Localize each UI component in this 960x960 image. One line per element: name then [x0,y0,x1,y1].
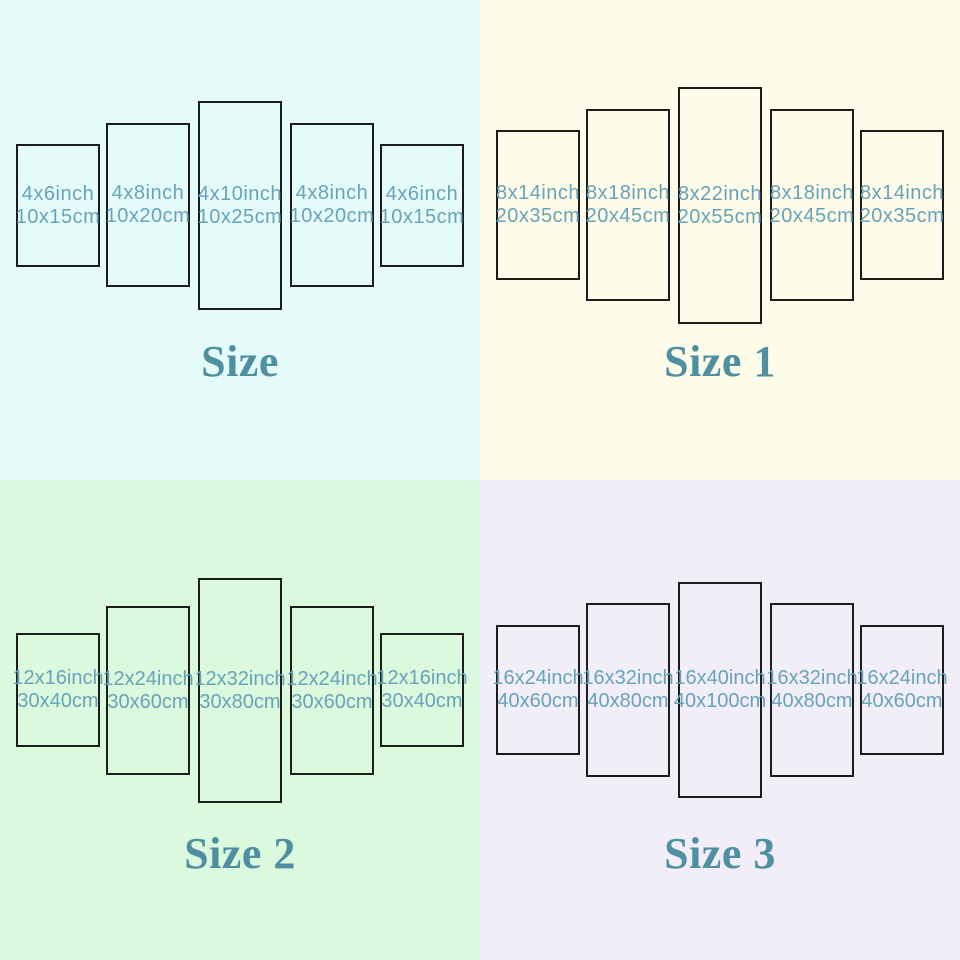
canvas-panel: 12x32inch 30x80cm [194,578,286,803]
quadrant-size-1: 8x14inch 20x35cm 8x18inch 20x45cm 8x22in… [480,0,960,480]
panel-size-inch: 12x24inch [286,667,378,690]
panel-size-cm: 20x45cm [585,205,671,227]
panel-size-inch: 4x6inch [21,182,95,205]
panel-size-cm: 30x60cm [291,690,373,713]
panel-size-inch: 16x24inch [492,667,584,689]
panel-size-inch: 8x14inch [859,182,945,204]
panel-size-cm: 30x40cm [17,690,99,712]
quadrant-title: Size 2 [184,829,296,878]
panel-size-inch: 16x32inch [582,667,674,689]
panel-size-cm: 40x100cm [673,690,767,712]
panel-size-cm: 10x15cm [15,205,101,228]
canvas-panel: 12x16inch 30x40cm [376,633,468,747]
quadrant-size-3: 16x24inch 40x60cm 16x32inch 40x80cm 16x4… [480,480,960,960]
canvas-panel: 8x22inch 20x55cm [678,87,762,324]
canvas-panel: 8x18inch 20x45cm [586,109,670,301]
panel-size-inch: 8x22inch [677,182,763,205]
canvas-panel: 4x10inch 10x25cm [198,101,282,310]
panel-size-inch: 4x10inch [197,182,283,205]
panel-size-inch: 12x16inch [12,667,104,689]
panel-size-inch: 12x16inch [376,667,468,689]
canvas-panel: 16x24inch 40x60cm [856,625,948,755]
quadrant-title: Size 1 [664,337,776,386]
canvas-panel: 4x6inch 10x15cm [16,144,100,267]
canvas-panel: 4x8inch 10x20cm [290,123,374,287]
panel-size-cm: 40x80cm [771,690,853,712]
quadrant-size-2: 12x16inch 30x40cm 12x24inch 30x60cm 12x3… [0,480,480,960]
panel-size-inch: 8x18inch [769,182,855,204]
quadrant-title: Size [201,337,279,386]
canvas-panel: 12x24inch 30x60cm [286,606,378,775]
canvas-panel: 16x32inch 40x80cm [582,603,674,777]
panel-size-cm: 30x60cm [107,690,189,713]
panel-size-inch: 12x32inch [194,667,286,690]
panel-size-cm: 20x35cm [495,205,581,227]
canvas-panel: 16x40inch 40x100cm [674,582,766,798]
panel-size-inch: 16x32inch [766,667,858,689]
canvas-panel: 12x16inch 30x40cm [12,633,104,747]
panel-size-inch: 4x8inch [111,182,185,204]
panel-size-cm: 30x80cm [199,690,281,713]
panel-size-inch: 4x6inch [385,182,459,205]
canvas-panel: 16x32inch 40x80cm [766,603,858,777]
canvas-panel: 12x24inch 30x60cm [102,606,194,775]
canvas-panel: 8x14inch 20x35cm [860,130,944,280]
panel-size-cm: 20x45cm [769,205,855,227]
panel-size-inch: 16x40inch [674,667,766,689]
panel-size-inch: 8x14inch [495,182,581,204]
panel-size-inch: 8x18inch [585,182,671,204]
panel-size-cm: 20x55cm [677,205,763,228]
panel-size-inch: 16x24inch [856,667,948,689]
quadrant-title: Size 3 [664,829,776,878]
panel-size-cm: 40x80cm [587,690,669,712]
panel-size-cm: 10x25cm [197,205,283,228]
canvas-panel: 4x8inch 10x20cm [106,123,190,287]
quadrant-size: 4x6inch 10x15cm 4x8inch 10x20cm 4x10inch… [0,0,480,480]
canvas-panel: 4x6inch 10x15cm [380,144,464,267]
canvas-panel: 16x24inch 40x60cm [492,625,584,755]
canvas-panel: 8x18inch 20x45cm [770,109,854,301]
panel-size-cm: 10x20cm [289,205,375,227]
panel-size-inch: 12x24inch [102,667,194,690]
panel-size-cm: 10x20cm [105,205,191,227]
panel-size-cm: 10x15cm [379,205,465,228]
panel-size-cm: 30x40cm [381,690,463,712]
canvas-panel: 8x14inch 20x35cm [496,130,580,280]
panel-size-cm: 40x60cm [861,690,943,712]
panel-size-cm: 20x35cm [859,205,945,227]
panel-size-inch: 4x8inch [295,182,369,204]
panel-size-cm: 40x60cm [497,690,579,712]
